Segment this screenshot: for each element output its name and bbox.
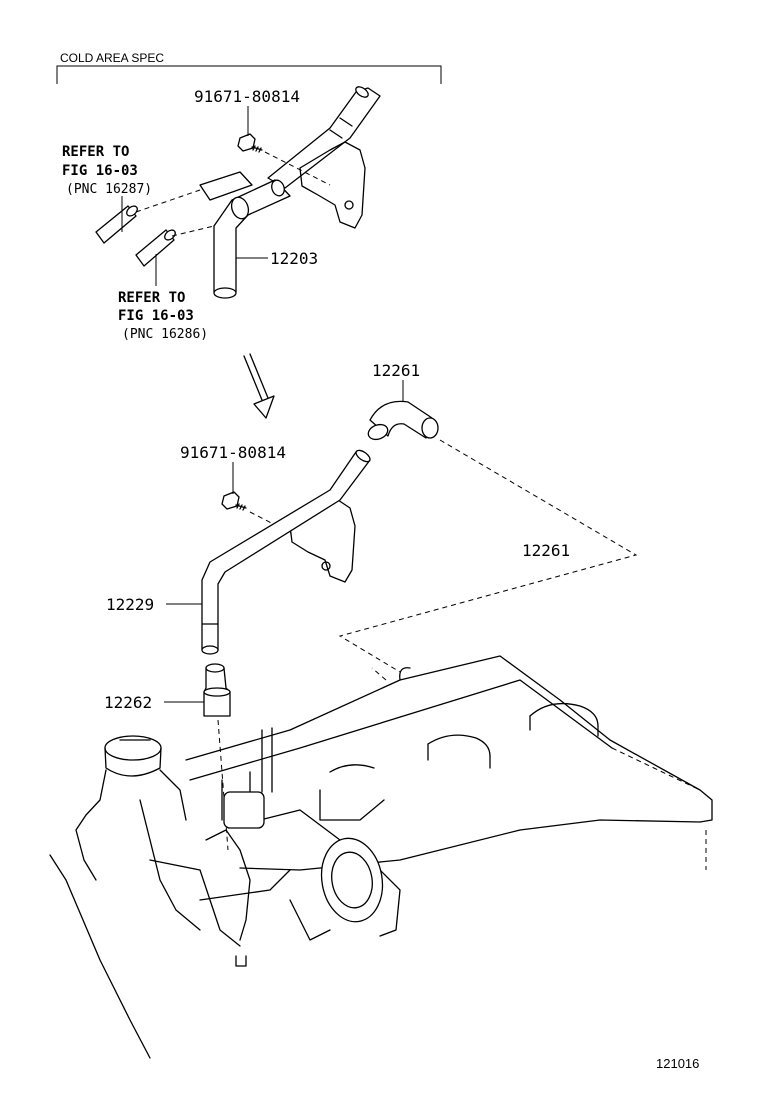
refer-bottom-line2: FIG 16-03 — [118, 308, 194, 324]
engine-head — [49, 655, 713, 1059]
bracket-top — [299, 141, 366, 229]
bolt-top-icon — [237, 133, 263, 153]
hose-stub-16286 — [135, 229, 175, 267]
label-hose-right: 12261 — [522, 541, 570, 560]
refer-top-line1: REFER TO — [62, 144, 129, 160]
pipe-12203 — [213, 179, 291, 293]
label-grommet-12262: 12262 — [104, 693, 152, 712]
label-hose-top: 12261 — [372, 361, 420, 380]
figure-id: 121016 — [656, 1056, 699, 1071]
cold-area-spec-label: COLD AREA SPEC — [60, 51, 164, 65]
label-bolt-bottom: 91671-80814 — [180, 443, 286, 462]
refer-top-line3: (PNC 16287) — [66, 182, 152, 197]
oil-filler-cap — [104, 735, 162, 777]
middle-assembly: 12261 12261 91671-80814 12229 12262 — [104, 361, 638, 851]
refer-top-line2: FIG 16-03 — [62, 163, 138, 179]
label-bolt-top: 91671-80814 — [194, 87, 300, 106]
refer-bottom-line3: (PNC 16286) — [122, 327, 208, 342]
grommet-12262 — [203, 663, 231, 717]
top-assembly: 91671-80814 12203 REFER TO FIG 16-03 (PN… — [62, 86, 381, 342]
label-pipe-12203: 12203 — [270, 249, 318, 268]
refer-bottom-line1: REFER TO — [118, 290, 185, 306]
cold-area-spec-bracket: COLD AREA SPEC — [56, 51, 442, 84]
hose-stub-16287 — [95, 205, 137, 244]
bolt-bottom-icon — [221, 491, 247, 511]
label-pipe-12229: 12229 — [106, 595, 154, 614]
arrow-down-icon — [243, 353, 275, 419]
